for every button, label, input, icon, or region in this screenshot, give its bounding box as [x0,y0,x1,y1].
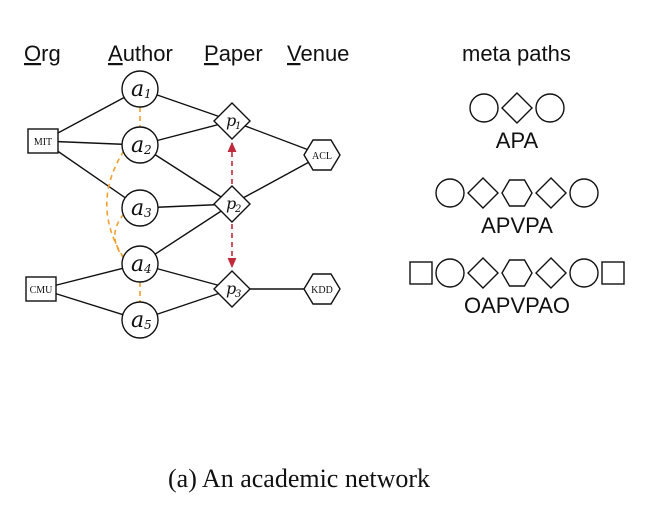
author-subscript: 5 [144,318,152,332]
meta-diamond-icon [467,177,499,209]
author-subscript: 3 [144,206,152,220]
meta-hexagon-icon [501,179,533,207]
author-label: a [131,196,144,221]
meta-diamond-icon [501,92,533,124]
figure-caption: (a) An academic network [168,464,430,493]
paper-label: p [226,111,236,130]
author-circle [121,126,159,164]
edge-layer [40,88,323,321]
header-org: Org [24,41,61,66]
meta-path-label: APVPA [481,213,553,238]
paper-diamond [213,270,251,308]
meta-circle-icon [435,178,465,208]
paper-node-p2: p2 [213,185,251,223]
meta-diamond-icon [467,257,499,289]
venue-label: ACL [312,151,332,162]
paper-node-p1: p1 [213,102,251,140]
author-subscript: 1 [144,87,152,101]
paper-subscript: 2 [234,204,241,215]
paper-subscript: 1 [235,121,241,132]
meta-hexagon-icon [501,259,533,287]
meta-square-icon [409,261,433,285]
org-label: MIT [34,137,52,148]
org-label: CMU [30,285,54,296]
author-subscript: 4 [143,262,152,276]
meta-circle-icon [569,258,599,288]
author-link-a3-a4 [114,213,125,259]
author-subscript: 2 [143,143,152,157]
meta-path-apvpa: APVPA [435,177,599,238]
meta-path-apa: APA [469,92,565,153]
meta-circle-icon [535,93,565,123]
author-label: a [131,308,144,333]
meta-path-layer: APA APVPA OAPVPAO [409,92,625,318]
meta-diamond-icon [535,177,567,209]
meta-diamond-icon [535,257,567,289]
venue-hexagon [303,139,341,171]
venue-label: KDD [311,285,333,296]
meta-square-icon [601,261,625,285]
author-label: a [131,133,144,158]
meta-path-oapvpao: OAPVPAO [409,257,625,318]
org-node-cmu: CMU [25,276,57,302]
org-square [27,128,59,154]
paper-subscript: 3 [235,289,241,300]
header-paper: Paper [204,41,263,66]
paper-diamond [213,102,251,140]
paper-node-p3: p3 [213,270,251,308]
meta-path-label: APA [496,128,539,153]
org-node-mit: MIT [27,128,59,154]
venue-hexagon [303,273,341,305]
author-circle [121,245,159,283]
edge-p2-acl [231,154,323,205]
paper-label: p [226,194,236,213]
header-meta-paths: meta paths [462,41,571,66]
meta-circle-icon [469,93,499,123]
meta-circle-icon [569,178,599,208]
venue-node-acl: ACL [303,139,341,171]
venue-node-kdd: KDD [303,273,341,305]
paper-label: p [226,279,236,298]
author-circle [121,189,159,227]
header-author: Author [108,41,173,66]
org-square [25,276,57,302]
paper-diamond [213,185,251,223]
author-circle [121,70,159,108]
link-layer [106,107,237,302]
meta-path-label: OAPVPAO [464,293,570,318]
author-label: a [131,252,144,277]
edge-mit-a3 [42,140,141,209]
author-circle [121,301,159,339]
author-label: a [131,77,144,102]
author-link-a2-a4 [106,150,125,259]
meta-circle-icon [435,258,465,288]
header-venue: Venue [287,41,349,66]
